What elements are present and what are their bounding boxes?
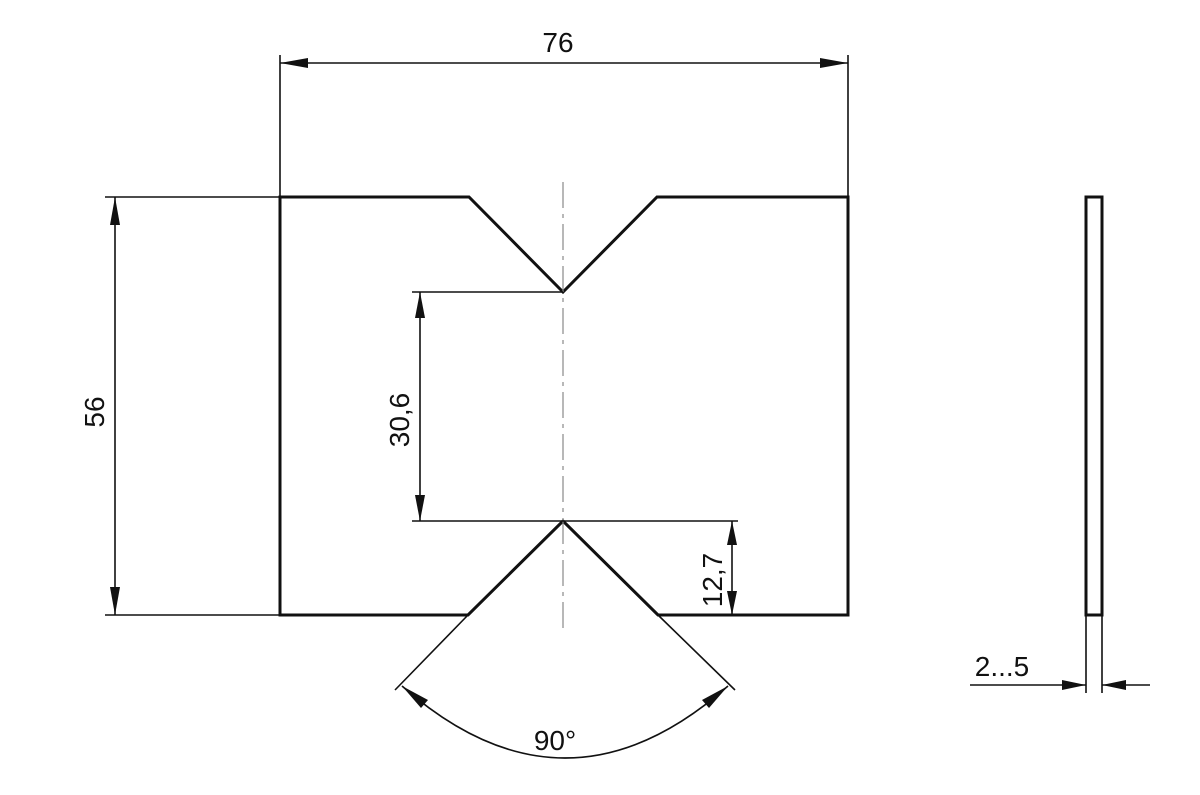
notch-angle-dimension-label: 90° xyxy=(534,725,576,756)
thickness-dimension: 2...5 xyxy=(970,615,1150,693)
height-dimension: 56 xyxy=(79,196,280,616)
ligament-dimension-label: 30,6 xyxy=(384,393,415,448)
side-view-outline xyxy=(1084,195,1104,617)
notch-angle-dimension: 90° xyxy=(394,614,736,759)
width-dimension-label: 76 xyxy=(542,27,573,58)
height-dimension-label: 56 xyxy=(79,396,110,427)
ligament-dimension: 30,6 xyxy=(384,291,563,522)
specimen-outline xyxy=(278,195,850,617)
width-dimension: 76 xyxy=(279,27,849,197)
notch-depth-dimension-label: 12,7 xyxy=(697,553,728,608)
thickness-dimension-label: 2...5 xyxy=(975,651,1029,682)
notch-depth-dimension: 12,7 xyxy=(563,520,738,615)
